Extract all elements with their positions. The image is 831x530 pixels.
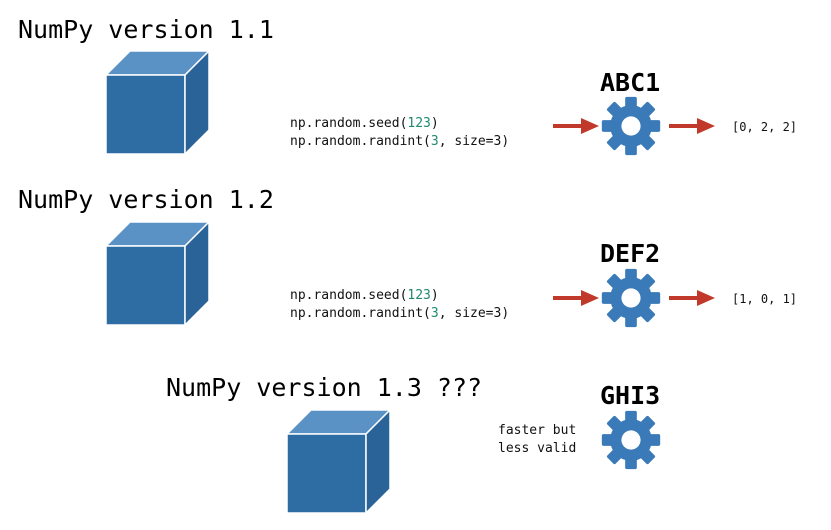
algorithm-label: GHI3 [600,381,661,410]
code-seed-prefix: np.random.seed( [290,288,408,303]
code-randint-suffix: , size=3) [438,306,510,321]
cube-icon [106,222,210,326]
arrow-right-icon [669,290,715,306]
algorithm-label: DEF2 [600,239,661,268]
version-title-1-2: NumPy version 1.2 [18,185,274,214]
gear-icon [601,96,661,156]
algorithm-note: faster but less valid [498,422,576,458]
code-snippet: np.random.seed(123) np.random.randint(3,… [290,115,509,151]
gear-icon [601,268,661,328]
arrow-right-icon [669,118,715,134]
gear-icon [601,410,661,470]
cube-icon [287,410,391,514]
algorithm-label: ABC1 [600,68,661,97]
result-output: [1, 0, 1] [732,292,798,306]
code-seed-suffix: ) [430,116,439,131]
code-randint-number: 3 [430,306,439,321]
version-title-1-1: NumPy version 1.1 [18,15,274,44]
version-title-1-3: NumPy version 1.3 ??? [166,373,483,402]
code-randint-prefix: np.random.randint( [290,134,431,149]
code-randint-number: 3 [430,134,439,149]
note-line-2: less valid [498,441,577,456]
arrow-right-icon [553,290,599,306]
cube-icon [106,51,210,155]
note-line-1: faster but [498,423,577,438]
code-seed-number: 123 [407,288,431,303]
code-seed-prefix: np.random.seed( [290,116,408,131]
code-snippet: np.random.seed(123) np.random.randint(3,… [290,287,509,323]
code-seed-number: 123 [407,116,431,131]
result-output: [0, 2, 2] [732,120,798,134]
code-randint-prefix: np.random.randint( [290,306,431,321]
code-seed-suffix: ) [430,288,439,303]
arrow-right-icon [553,118,599,134]
code-randint-suffix: , size=3) [438,134,510,149]
